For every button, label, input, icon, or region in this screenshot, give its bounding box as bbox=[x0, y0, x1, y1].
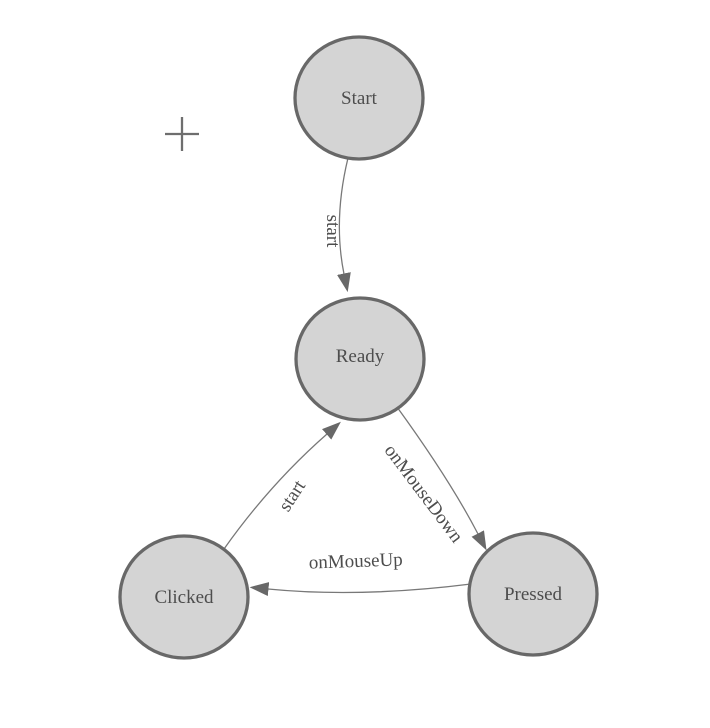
node-circle[interactable] bbox=[293, 35, 425, 161]
node-label: Start bbox=[341, 88, 378, 109]
edge-path[interactable] bbox=[249, 582, 472, 597]
edge-start-to-ready[interactable]: start bbox=[322, 157, 351, 293]
node-circle[interactable] bbox=[467, 531, 599, 657]
state-node-ready[interactable]: Ready bbox=[294, 296, 426, 422]
node-circle[interactable] bbox=[118, 534, 250, 660]
edge-label: start bbox=[275, 476, 311, 515]
edge-path[interactable] bbox=[223, 421, 341, 550]
edge-label: onMouseDown bbox=[380, 441, 468, 548]
edge-path[interactable] bbox=[396, 406, 487, 551]
state-node-pressed[interactable]: Pressed bbox=[467, 531, 599, 657]
state-node-start[interactable]: Start bbox=[293, 35, 425, 161]
node-label: Ready bbox=[336, 346, 385, 367]
node-circle[interactable] bbox=[294, 296, 426, 422]
edge-pressed-to-clicked[interactable]: onMouseUp bbox=[249, 549, 472, 597]
edge-label: onMouseUp bbox=[308, 549, 403, 573]
node-label: Pressed bbox=[504, 584, 563, 605]
edge-path[interactable] bbox=[337, 157, 351, 293]
edge-clicked-to-ready[interactable]: start bbox=[223, 421, 341, 550]
edge-ready-to-pressed[interactable]: onMouseDown bbox=[380, 406, 487, 551]
plus-icon bbox=[165, 117, 199, 151]
edge-label: start bbox=[322, 215, 343, 248]
state-node-clicked[interactable]: Clicked bbox=[118, 534, 250, 660]
node-label: Clicked bbox=[154, 587, 214, 608]
